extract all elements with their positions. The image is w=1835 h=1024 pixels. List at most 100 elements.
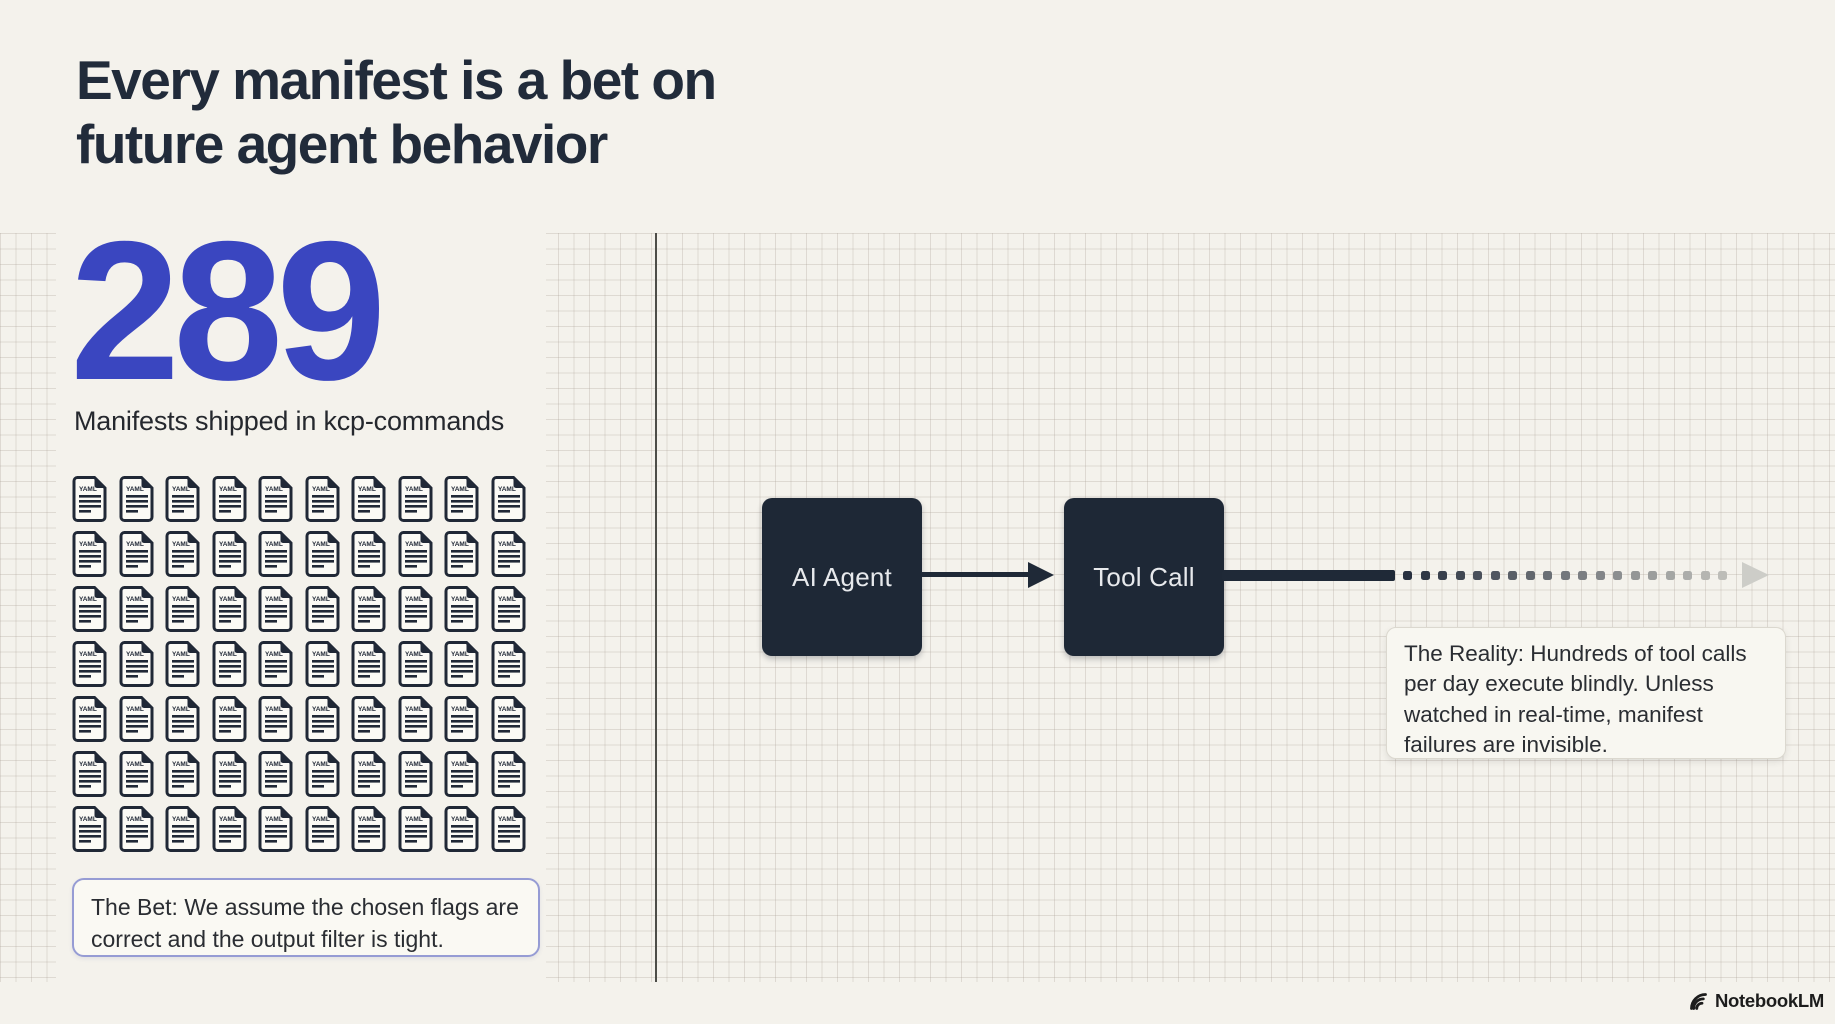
reality-callout: The Reality: Hundreds of tool calls per … <box>1386 627 1786 759</box>
yaml-document-icon: YAML <box>212 586 248 632</box>
trail-dot <box>1630 570 1640 580</box>
yaml-document-icon: YAML <box>72 696 108 742</box>
yaml-document-icon: YAML <box>165 531 201 577</box>
trail-dot <box>1560 570 1570 580</box>
reality-callout-line-2: per day execute blindly. Unless <box>1404 671 1714 697</box>
yaml-document-icon: YAML <box>212 476 248 522</box>
svg-text:YAML: YAML <box>265 486 283 493</box>
trail-dot <box>1455 570 1465 580</box>
yaml-document-icon: YAML <box>351 476 387 522</box>
yaml-document-icon: YAML <box>258 586 294 632</box>
flow-node-ai-agent-label: AI Agent <box>792 561 892 592</box>
svg-text:YAML: YAML <box>312 706 330 713</box>
yaml-document-icon: YAML <box>398 531 434 577</box>
svg-text:YAML: YAML <box>219 816 237 823</box>
trail-dot <box>1438 570 1447 580</box>
yaml-document-icon: YAML <box>491 696 527 742</box>
svg-text:YAML: YAML <box>265 596 283 603</box>
yaml-document-icon: YAML <box>351 806 387 852</box>
svg-text:YAML: YAML <box>312 816 330 823</box>
yaml-document-icon: YAML <box>444 806 480 852</box>
svg-text:YAML: YAML <box>79 541 97 548</box>
yaml-document-icon: YAML <box>305 586 341 632</box>
svg-text:YAML: YAML <box>451 706 469 713</box>
manifest-grid: YAML YAML YAML YAML YAML YAML YAML YAML <box>72 476 538 858</box>
trail-dot <box>1525 570 1535 580</box>
trail-dot <box>1543 570 1552 580</box>
trail-dot <box>1420 570 1430 580</box>
trail-dot <box>1490 570 1500 580</box>
svg-text:YAML: YAML <box>358 541 376 548</box>
trail-dot <box>1508 570 1517 580</box>
reality-callout-line-1: The Reality: Hundreds of tool calls <box>1404 641 1747 666</box>
yaml-document-icon: YAML <box>398 641 434 687</box>
yaml-document-icon: YAML <box>72 476 108 522</box>
svg-text:YAML: YAML <box>405 651 423 658</box>
svg-text:YAML: YAML <box>265 651 283 658</box>
svg-text:YAML: YAML <box>498 706 516 713</box>
stat-label: Manifests shipped in kcp-commands <box>74 406 505 436</box>
yaml-document-icon: YAML <box>119 751 155 797</box>
arrow-head-icon <box>1028 562 1054 588</box>
page-title-line-2: future agent behavior <box>76 113 608 176</box>
yaml-document-icon: YAML <box>305 476 341 522</box>
yaml-document-icon: YAML <box>258 531 294 577</box>
svg-text:YAML: YAML <box>172 761 190 768</box>
svg-text:YAML: YAML <box>172 706 190 713</box>
svg-text:YAML: YAML <box>126 541 144 548</box>
trail-dot <box>1700 570 1710 580</box>
yaml-document-icon: YAML <box>258 476 294 522</box>
svg-text:YAML: YAML <box>172 486 190 493</box>
yaml-document-icon: YAML <box>258 806 294 852</box>
trail-dot <box>1665 570 1675 580</box>
svg-text:YAML: YAML <box>312 761 330 768</box>
flow-node-tool-call-label: Tool Call <box>1093 561 1195 592</box>
svg-text:YAML: YAML <box>451 651 469 658</box>
yaml-document-icon: YAML <box>444 641 480 687</box>
svg-text:YAML: YAML <box>126 706 144 713</box>
svg-text:YAML: YAML <box>358 651 376 658</box>
svg-text:YAML: YAML <box>172 816 190 823</box>
svg-text:YAML: YAML <box>405 816 423 823</box>
yaml-document-icon: YAML <box>444 586 480 632</box>
svg-text:YAML: YAML <box>79 651 97 658</box>
trail-dot <box>1613 570 1622 580</box>
yaml-document-icon: YAML <box>444 476 480 522</box>
yaml-document-icon: YAML <box>212 751 248 797</box>
svg-text:YAML: YAML <box>172 596 190 603</box>
svg-text:YAML: YAML <box>405 486 423 493</box>
svg-text:YAML: YAML <box>405 596 423 603</box>
svg-text:YAML: YAML <box>312 486 330 493</box>
svg-text:YAML: YAML <box>265 706 283 713</box>
yaml-document-icon: YAML <box>305 641 341 687</box>
yaml-document-icon: YAML <box>305 531 341 577</box>
bet-callout-line-1: The Bet: We assume the chosen flags are <box>91 894 519 920</box>
svg-text:YAML: YAML <box>451 761 469 768</box>
yaml-document-icon: YAML <box>398 806 434 852</box>
yaml-document-icon: YAML <box>119 531 155 577</box>
svg-text:YAML: YAML <box>498 816 516 823</box>
svg-text:YAML: YAML <box>358 706 376 713</box>
yaml-document-icon: YAML <box>72 806 108 852</box>
yaml-document-icon: YAML <box>212 531 248 577</box>
svg-text:YAML: YAML <box>126 651 144 658</box>
trail-dot <box>1473 570 1482 580</box>
svg-text:YAML: YAML <box>79 596 97 603</box>
svg-text:YAML: YAML <box>358 761 376 768</box>
bet-callout: The Bet: We assume the chosen flags are … <box>72 878 540 957</box>
yaml-document-icon: YAML <box>305 751 341 797</box>
faded-arrow-head-icon <box>1742 562 1769 588</box>
yaml-document-icon: YAML <box>351 696 387 742</box>
svg-text:YAML: YAML <box>126 486 144 493</box>
yaml-document-icon: YAML <box>351 641 387 687</box>
yaml-document-icon: YAML <box>491 586 527 632</box>
yaml-document-icon: YAML <box>398 696 434 742</box>
notebooklm-branding: NotebookLM <box>1688 989 1824 1013</box>
flow-node-ai-agent: AI Agent <box>762 498 922 656</box>
svg-text:YAML: YAML <box>498 596 516 603</box>
yaml-document-icon: YAML <box>351 531 387 577</box>
yaml-document-icon: YAML <box>212 641 248 687</box>
svg-text:YAML: YAML <box>172 541 190 548</box>
yaml-document-icon: YAML <box>398 586 434 632</box>
svg-text:YAML: YAML <box>219 761 237 768</box>
